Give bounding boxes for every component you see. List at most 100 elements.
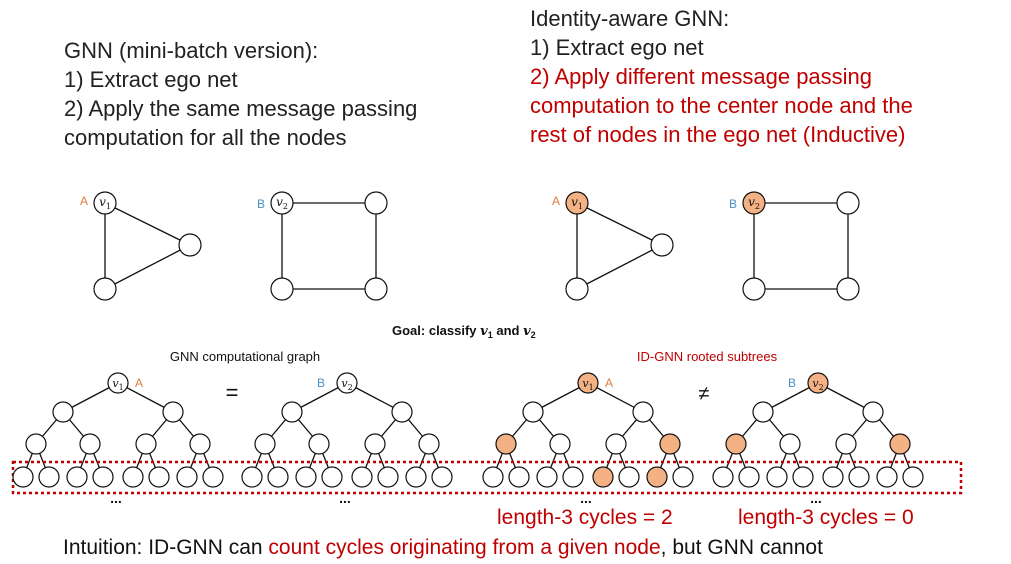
tree-leaf (902, 466, 924, 488)
v2-label: v2 (276, 195, 288, 211)
tree-node (254, 433, 276, 455)
not-equal-symbol: ≠ (699, 383, 710, 405)
tree-root-v1-label: v1 (582, 377, 593, 392)
tree-leaf (792, 466, 814, 488)
idgnn-step-2c: rest of nodes in the ego net (Inductive) (530, 122, 906, 147)
tree-root-v1-label: v1 (112, 377, 123, 392)
tree-leaf (536, 466, 558, 488)
v1-label: v1 (571, 195, 583, 211)
tree-ellipsis: ... (810, 490, 822, 506)
label-b: B (729, 197, 737, 211)
nodes-layer (12, 191, 924, 488)
idgnn-step-1: 1) Extract ego net (530, 35, 704, 60)
square-node (836, 191, 860, 215)
tree-node (522, 401, 544, 423)
goal-prefix: Goal: classify (392, 323, 480, 338)
tree-node (659, 433, 681, 455)
equal-symbol: = (226, 380, 239, 405)
tree-label-a: A (135, 376, 143, 390)
goal-text: Goal: classify v1 and v2 (392, 323, 536, 340)
tree-leaf (822, 466, 844, 488)
leaf-highlight-box (11, 460, 963, 495)
intuition-line: Intuition: ID-GNN can count cycles origi… (63, 533, 823, 562)
tree-leaf (321, 466, 343, 488)
tree-root (107, 372, 129, 394)
tree-node (725, 433, 747, 455)
goal-v1: v (480, 324, 488, 339)
tree-leaf (176, 466, 198, 488)
tree-root (807, 372, 829, 394)
tree-leaf (12, 466, 34, 488)
label-a: A (80, 194, 88, 208)
square-node (836, 277, 860, 301)
tree-leaf (122, 466, 144, 488)
gnn-step-2a: 2) Apply the same message passing (64, 96, 418, 121)
v1-label: v1 (99, 195, 111, 211)
triangle-node (650, 233, 674, 257)
tree-root-v2-label: v2 (812, 377, 823, 392)
tree-root (577, 372, 599, 394)
tree-node (752, 401, 774, 423)
idgnn-tree-title: ID-GNN rooted subtrees (637, 349, 778, 364)
tree-node (391, 401, 413, 423)
tree-node (418, 433, 440, 455)
tree-node (162, 401, 184, 423)
triangle-edge (576, 202, 663, 246)
tree-node (632, 401, 654, 423)
tree-leaf (766, 466, 788, 488)
square-node (270, 277, 294, 301)
tree-ellipsis: ... (110, 490, 122, 506)
tree-leaf (672, 466, 694, 488)
triangle-edge (576, 244, 663, 290)
gnn-title: GNN (mini-batch version): (64, 38, 319, 63)
intuition-label: Intuition: (63, 536, 143, 559)
tree-leaf (712, 466, 734, 488)
idgnn-title: Identity-aware GNN: (530, 6, 730, 31)
tree-node (281, 401, 303, 423)
tree-node (52, 401, 74, 423)
tree-leaf (876, 466, 898, 488)
tree-leaf (738, 466, 760, 488)
tree-leaf (618, 466, 640, 488)
tree-node (135, 433, 157, 455)
goal-and: and (493, 323, 523, 338)
tree-leaf (66, 466, 88, 488)
label-b: B (257, 197, 265, 211)
intuition-highlight: count cycles originating from a given no… (268, 536, 661, 559)
tree-label-b: B (317, 376, 325, 390)
v2-label: v2 (748, 195, 760, 211)
tree-node (779, 433, 801, 455)
intuition-part1: ID-GNN can (142, 536, 269, 559)
tree-leaf (562, 466, 584, 488)
node-v1 (565, 191, 589, 215)
node-v1 (93, 191, 117, 215)
label-a: A (552, 194, 560, 208)
tree-leaf (241, 466, 263, 488)
node-v2 (742, 191, 766, 215)
tree-root-v2-label: v2 (341, 377, 352, 392)
tree-leaf (295, 466, 317, 488)
tree-node (889, 433, 911, 455)
tree-leaf (92, 466, 114, 488)
tree-node (308, 433, 330, 455)
edges-layer (11, 202, 963, 495)
tree-label-b: B (788, 376, 796, 390)
tree-node (495, 433, 517, 455)
tree-root (336, 372, 358, 394)
tree-leaf (592, 466, 614, 488)
tree-leaf (377, 466, 399, 488)
square-node (742, 277, 766, 301)
tree-leaf (148, 466, 170, 488)
goal-v2-sub: 2 (531, 330, 536, 340)
tree-leaf (431, 466, 453, 488)
tree-node (549, 433, 571, 455)
triangle-node (565, 277, 589, 301)
tree-leaf (482, 466, 504, 488)
tree-leaf (848, 466, 870, 488)
tree-node (862, 401, 884, 423)
intuition-part2: , but GNN cannot (660, 536, 823, 559)
tree-ellipsis: ... (580, 490, 592, 506)
tree-node (25, 433, 47, 455)
gnn-tree-title: GNN computational graph (170, 349, 320, 364)
tree-leaf (646, 466, 668, 488)
